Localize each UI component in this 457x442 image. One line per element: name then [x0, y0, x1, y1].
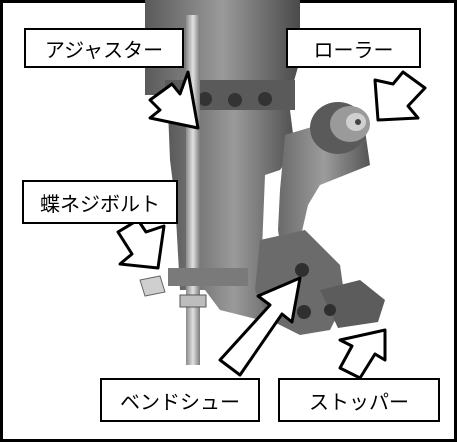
shoe-screw [297, 305, 311, 319]
label-adjuster: アジャスター [24, 28, 184, 68]
shoe-screw [295, 263, 309, 277]
roller-center [355, 119, 361, 125]
label-bend-shoe: ベンドシュー [100, 378, 260, 422]
arrow-adjuster [148, 70, 200, 130]
roller-arm [278, 120, 370, 275]
rod-nut [179, 294, 207, 308]
flange-bolt [198, 92, 212, 106]
adjuster-rod [186, 15, 200, 365]
label-roller: ローラー [286, 28, 421, 68]
stopper-screw [324, 304, 336, 316]
upper-housing [145, 0, 300, 95]
arrow-roller [373, 70, 427, 122]
flange-bolt [228, 93, 242, 107]
clamp-band [168, 268, 248, 286]
label-stopper: ストッパー [278, 378, 440, 422]
arrow-stopper [338, 328, 387, 380]
label-butterfly-bolt: 蝶ネジボルト [22, 180, 178, 224]
arrow-bend-shoe [218, 276, 302, 377]
stopper-block [320, 280, 385, 328]
flange-bolt [258, 92, 272, 106]
butterfly-screw [139, 275, 166, 297]
arrow-butterfly-bolt [116, 218, 166, 270]
